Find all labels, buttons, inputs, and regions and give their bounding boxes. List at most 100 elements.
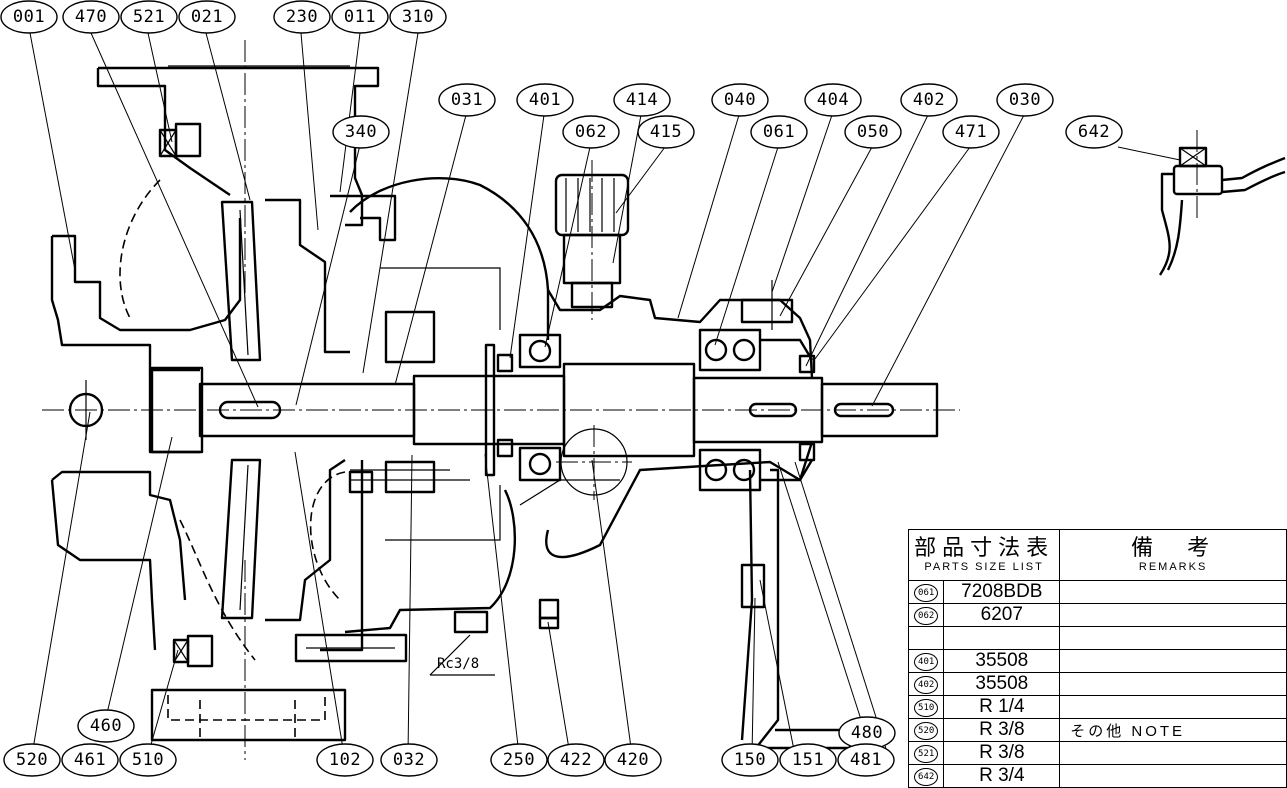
callout-480: 480 xyxy=(838,716,896,750)
part-remarks-cell: その他 NOTE xyxy=(1059,718,1287,742)
part-number-cell: 510 xyxy=(907,695,945,719)
part-remarks-cell xyxy=(1059,580,1287,604)
part-number-cell xyxy=(907,626,945,650)
callout-250: 250 xyxy=(490,743,548,777)
svg-text:340: 340 xyxy=(345,122,377,142)
callout-151: 151 xyxy=(779,743,837,777)
callout-460: 460 xyxy=(77,709,135,743)
callout-510: 510 xyxy=(119,743,177,777)
part-size-cell xyxy=(943,626,1061,650)
part-number-badge: 520 xyxy=(914,722,939,740)
svg-text:062: 062 xyxy=(575,122,607,142)
callout-520: 520 xyxy=(3,743,61,777)
part-number-cell: 062 xyxy=(907,603,945,627)
svg-text:415: 415 xyxy=(650,122,682,142)
svg-text:031: 031 xyxy=(451,90,483,110)
pump-casing xyxy=(50,40,550,760)
bearing-frame xyxy=(496,280,816,559)
part-size-cell: R 3/8 xyxy=(943,741,1061,765)
svg-text:151: 151 xyxy=(792,750,824,770)
callout-420: 420 xyxy=(604,743,662,777)
svg-text:520: 520 xyxy=(16,750,48,770)
callout-414: 414 xyxy=(613,83,671,117)
svg-text:404: 404 xyxy=(817,90,849,110)
svg-text:150: 150 xyxy=(734,750,766,770)
callout-032: 032 xyxy=(380,743,438,777)
seal-gland xyxy=(294,310,470,663)
part-remarks-cell xyxy=(1059,603,1287,627)
svg-text:401: 401 xyxy=(529,90,561,110)
svg-text:642: 642 xyxy=(1078,122,1110,142)
callout-521: 521 xyxy=(120,0,178,34)
part-number-badge: 061 xyxy=(914,584,939,602)
svg-text:250: 250 xyxy=(503,750,535,770)
part-size-cell: R 1/4 xyxy=(943,695,1061,719)
svg-text:230: 230 xyxy=(286,7,318,27)
callout-050: 050 xyxy=(844,115,902,149)
part-number-cell: 401 xyxy=(907,649,945,673)
casing-plugs xyxy=(158,122,214,668)
svg-text:030: 030 xyxy=(1009,90,1041,110)
shaft xyxy=(150,343,939,477)
callout-011: 011 xyxy=(331,0,389,34)
callout-422: 422 xyxy=(547,743,605,777)
callout-030: 030 xyxy=(996,83,1054,117)
svg-text:402: 402 xyxy=(913,90,945,110)
svg-text:471: 471 xyxy=(955,122,987,142)
part-number-cell: 520 xyxy=(907,718,945,742)
remarks-title: 備 考 xyxy=(1131,535,1216,560)
svg-text:510: 510 xyxy=(132,750,164,770)
part-size-cell: R 3/4 xyxy=(943,764,1061,788)
callout-230: 230 xyxy=(273,0,331,34)
svg-text:310: 310 xyxy=(402,7,434,27)
callout-404: 404 xyxy=(804,83,862,117)
remarks-title-cell: 備 考 REMARKS xyxy=(1059,529,1287,581)
drain-port-label: Rc3/8 xyxy=(437,656,479,672)
part-size-cell: 35508 xyxy=(943,649,1061,673)
callout-340: 340 xyxy=(332,115,390,149)
part-remarks-cell xyxy=(1059,626,1287,650)
part-number-badge: 402 xyxy=(914,676,939,694)
svg-text:040: 040 xyxy=(724,90,756,110)
part-number-cell: 061 xyxy=(907,580,945,604)
svg-text:001: 001 xyxy=(13,7,45,27)
svg-text:460: 460 xyxy=(90,716,122,736)
part-number-cell: 521 xyxy=(907,741,945,765)
callout-461: 461 xyxy=(61,743,119,777)
callout-031: 031 xyxy=(438,83,496,117)
svg-text:011: 011 xyxy=(344,7,376,27)
callout-481: 481 xyxy=(837,743,895,777)
callout-642: 642 xyxy=(1065,115,1123,149)
svg-text:061: 061 xyxy=(763,122,795,142)
svg-text:032: 032 xyxy=(393,750,425,770)
callout-470: 470 xyxy=(62,0,120,34)
part-number-badge: 521 xyxy=(914,745,939,763)
svg-text:102: 102 xyxy=(329,750,361,770)
callout-001: 001 xyxy=(0,0,58,34)
parts-table-title-cell: 部品寸法表 PARTS SIZE LIST xyxy=(907,529,1061,581)
leader-lines xyxy=(29,32,1181,756)
svg-text:480: 480 xyxy=(851,723,883,743)
part-remarks-cell xyxy=(1059,695,1287,719)
remarks-subtitle: REMARKS xyxy=(1138,561,1208,573)
svg-text:461: 461 xyxy=(74,750,106,770)
part-number-cell: 402 xyxy=(907,672,945,696)
svg-text:521: 521 xyxy=(133,7,165,27)
parts-table-title: 部品寸法表 xyxy=(914,535,1055,560)
part-number-badge: 062 xyxy=(914,607,939,625)
svg-text:481: 481 xyxy=(850,750,882,770)
callout-102: 102 xyxy=(316,743,374,777)
part-number-badge: 642 xyxy=(914,768,939,786)
oil-level-gauge xyxy=(554,160,630,320)
callout-471: 471 xyxy=(942,115,1000,149)
svg-text:422: 422 xyxy=(560,750,592,770)
part-remarks-cell xyxy=(1059,649,1287,673)
parts-table-row xyxy=(907,626,1287,650)
